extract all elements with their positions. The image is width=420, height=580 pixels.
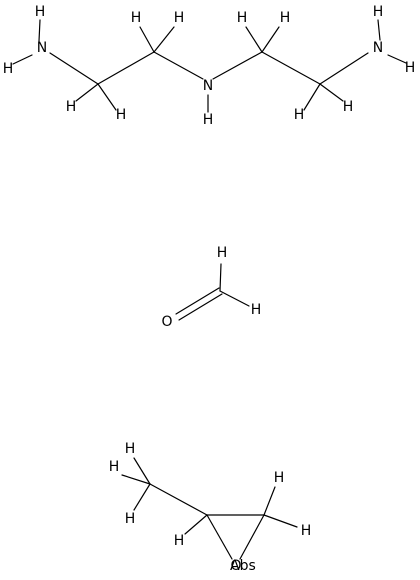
bond-c-h-top [219, 263, 222, 292]
atom-h-right: H [251, 302, 262, 318]
atom-h-ch3-bottom: H [125, 511, 136, 527]
molecule-diethylenetriamine: N N N H H H H H H H H H H H H H [3, 4, 416, 128]
bond-ch3-h-left [121, 474, 151, 485]
molecule-formaldehyde: O H H [161, 245, 261, 330]
bond-c4-n3 [319, 52, 369, 85]
atom-h-c1-bottom: H [116, 107, 127, 123]
bond-ch3-h-top [133, 457, 151, 485]
atom-h-c2-right: H [174, 10, 185, 26]
atom-o: O [161, 314, 172, 330]
bond-c3-h-right [263, 514, 298, 528]
bond-ch3-h-bottom [133, 483, 151, 511]
atom-h-top: H [217, 245, 228, 261]
stereo-label-abs: Abs [230, 558, 256, 574]
bond-c-h-right [219, 290, 250, 307]
atom-h-n3-right: H [405, 60, 416, 76]
atom-h-ch3-top: H [125, 441, 136, 457]
bond-c1-c2 [97, 51, 155, 85]
bond-ch3-c2 [149, 483, 208, 516]
bond-n1-h-left [12, 54, 33, 65]
bond-c2-h-left [139, 26, 155, 53]
bond-n2-c3 [212, 51, 263, 80]
atom-h-n1-top: H [35, 4, 46, 20]
bond-n3-h-top [377, 19, 381, 41]
atom-n3: N [373, 40, 383, 56]
atom-h-c3-left: H [237, 10, 248, 26]
bond-c2-h-right [153, 26, 175, 53]
bond-c3-h-top [263, 486, 276, 516]
bond-c1-h-bottom [97, 83, 117, 111]
bond-c-o-double-a [175, 287, 220, 315]
molecule-propylene-oxide: O Abs H H H H H H [109, 441, 312, 574]
atom-h-ch3-left: H [109, 459, 120, 475]
bond-c1-h-left [75, 83, 99, 102]
atom-h-c1-left: H [66, 99, 77, 115]
atom-h-c3-right: H [301, 523, 312, 539]
bond-c3-h-left [245, 26, 263, 53]
bond-n1-h-top [38, 19, 41, 42]
bond-c2-n2 [153, 51, 204, 80]
bond-n1-c1 [49, 52, 99, 85]
atom-o: O [230, 558, 241, 574]
atom-n1: N [37, 40, 47, 56]
bond-c-o-double-b [178, 293, 223, 321]
atom-h-n3-top: H [373, 4, 384, 20]
bond-c4-h-bottom [303, 83, 321, 111]
atom-h-c2-left: H [131, 10, 142, 26]
bond-c2-o [206, 514, 233, 560]
bond-c3-h-right [261, 26, 280, 53]
bond-c3-c4 [261, 51, 321, 85]
atom-h-c2: H [174, 533, 185, 549]
bond-c2-h [184, 514, 208, 535]
bond-n3-h-right [387, 54, 407, 64]
atom-h-n1-left: H [3, 61, 14, 77]
atom-h-n2: H [203, 112, 214, 128]
atom-h-c3-top: H [274, 470, 285, 486]
atom-h-c3-right: H [280, 10, 291, 26]
atom-h-c4-right: H [343, 99, 354, 115]
bond-c4-h-right [319, 83, 344, 102]
atom-n2: N [203, 78, 213, 94]
atom-h-c4-bottom: H [294, 107, 305, 123]
bond-c3-o [239, 514, 265, 560]
